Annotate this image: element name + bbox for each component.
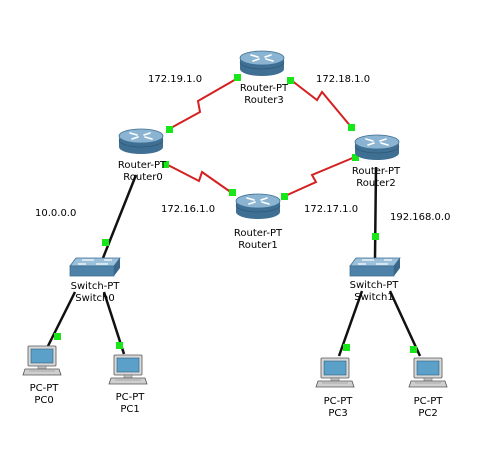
device-type-label: PC-PT — [116, 392, 146, 403]
device-type-label: PC-PT — [324, 396, 354, 407]
network-label-r0-r1: 172.16.1.0 — [161, 204, 215, 215]
device-pc3[interactable]: PC-PT PC3 — [315, 357, 355, 419]
device-type-label: PC-PT — [414, 396, 444, 407]
device-name-label: Router1 — [238, 240, 278, 251]
link-switch1-pc3 — [337, 290, 364, 357]
serial-links — [165, 77, 356, 197]
link-router3-router2 — [290, 79, 353, 129]
device-name-label: Switch1 — [354, 292, 393, 303]
device-router0[interactable]: Router-PT Router0 — [118, 128, 167, 183]
network-label-r3-r0: 172.19.1.0 — [148, 74, 202, 85]
pc-icon — [22, 345, 62, 376]
link-router0-router3 — [168, 77, 239, 130]
device-switch0[interactable]: Switch-PT Switch0 — [69, 257, 121, 304]
pc-icon — [315, 357, 355, 388]
link-router1-router2 — [284, 156, 356, 197]
router-icon — [354, 134, 400, 161]
link-switch0-pc0 — [46, 291, 77, 347]
link-switch1-pc2 — [388, 290, 422, 357]
port-up-icon — [287, 77, 294, 84]
device-router3[interactable]: Router-PT Router3 — [239, 50, 289, 106]
device-pc1[interactable]: PC-PT PC1 — [108, 354, 148, 415]
device-type-label: Switch-PT — [350, 280, 400, 291]
device-type-label: Router-PT — [118, 160, 167, 171]
pc-icon — [108, 354, 148, 385]
network-label-lan0: 10.0.0.0 — [35, 208, 76, 219]
device-name-label: Router2 — [356, 178, 396, 189]
device-type-label: Router-PT — [240, 83, 289, 94]
port-up-icon — [162, 161, 169, 168]
link-router0-router1 — [165, 163, 233, 194]
device-router2[interactable]: Router-PT Router2 — [352, 134, 401, 189]
device-type-label: Router-PT — [352, 166, 401, 177]
switch-icon — [69, 257, 121, 277]
network-label-r1-r2: 172.17.1.0 — [304, 204, 358, 215]
device-type-label: PC-PT — [30, 383, 60, 394]
router-icon — [118, 128, 164, 155]
port-status-indicators — [54, 74, 417, 353]
port-up-icon — [116, 342, 123, 349]
device-pc2[interactable]: PC-PT PC2 — [408, 357, 448, 419]
port-up-icon — [348, 124, 355, 131]
device-switch1[interactable]: Switch-PT Switch1 — [349, 257, 401, 303]
device-type-label: Router-PT — [234, 228, 283, 239]
port-up-icon — [166, 126, 173, 133]
device-name-label: PC1 — [120, 404, 139, 415]
network-labels: 172.19.1.0 172.18.1.0 172.16.1.0 172.17.… — [35, 74, 450, 223]
port-up-icon — [372, 233, 379, 240]
device-name-label: PC0 — [34, 395, 53, 406]
ethernet-links — [46, 166, 422, 357]
switch-icon — [349, 257, 401, 277]
port-up-icon — [352, 154, 359, 161]
link-router2-switch1 — [373, 166, 378, 259]
port-up-icon — [54, 333, 61, 340]
port-up-icon — [229, 189, 236, 196]
device-name-label: Router0 — [123, 172, 163, 183]
device-name-label: Router3 — [244, 95, 284, 106]
router-icon — [235, 193, 281, 220]
router-icon — [239, 50, 285, 77]
network-label-lan2: 192.168.0.0 — [390, 212, 450, 223]
device-name-label: PC3 — [328, 408, 347, 419]
port-up-icon — [410, 346, 417, 353]
port-up-icon — [343, 344, 350, 351]
network-label-r3-r2: 172.18.1.0 — [316, 74, 370, 85]
device-router1[interactable]: Router-PT Router1 — [234, 193, 283, 251]
device-pc0[interactable]: PC-PT PC0 — [22, 345, 62, 406]
port-up-icon — [234, 74, 241, 81]
port-up-icon — [102, 239, 109, 246]
port-up-icon — [281, 193, 288, 200]
device-type-label: Switch-PT — [71, 281, 121, 292]
device-name-label: PC2 — [418, 408, 437, 419]
pc-icon — [408, 357, 448, 388]
device-name-label: Switch0 — [75, 293, 114, 304]
